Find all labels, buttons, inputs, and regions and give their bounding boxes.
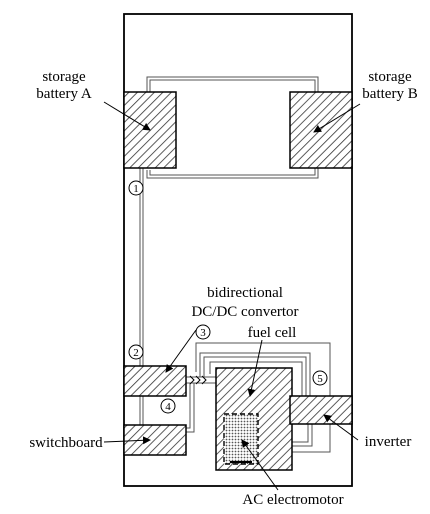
label-storage-battery-b-line2: battery B <box>362 86 417 102</box>
switchboard-block <box>123 424 187 456</box>
inverter-block <box>289 395 353 425</box>
label-convertor-line2: DC/DC convertor <box>191 304 298 320</box>
pointer-battery-b <box>313 103 361 133</box>
marker-4-text: 4 <box>165 401 171 413</box>
marker-5-text: 5 <box>317 373 323 385</box>
pointer-battery-a <box>103 101 151 131</box>
label-storage-battery-a-line1: storage <box>42 69 86 85</box>
marker-2-text: 2 <box>133 347 139 359</box>
left-trunk-wiring <box>139 168 144 425</box>
label-inverter: inverter <box>365 434 412 450</box>
pointer-switchboard <box>103 436 151 445</box>
connection-ticks <box>189 375 207 385</box>
pointer-fuel-cell <box>247 339 263 397</box>
ac-electromotor-block <box>223 413 259 465</box>
marker-4: 4 <box>160 398 176 414</box>
marker-1-text: 1 <box>133 183 139 195</box>
label-convertor-line1: bidirectional <box>207 285 283 301</box>
label-pointers <box>103 101 361 491</box>
marker-1: 1 <box>128 180 144 196</box>
pointer-inverter <box>323 414 359 441</box>
label-ac-electromotor: AC electromotor <box>242 492 343 508</box>
label-switchboard: switchboard <box>29 435 103 451</box>
marker-3: 3 <box>195 324 211 340</box>
marker-2: 2 <box>128 344 144 360</box>
label-storage-battery-b-line1: storage <box>368 69 412 85</box>
label-storage-battery-a-line2: battery A <box>36 86 92 102</box>
label-fuel-cell: fuel cell <box>248 325 297 341</box>
pointer-convertor <box>165 329 197 373</box>
marker-3-text: 3 <box>200 327 206 339</box>
pointer-electromotor <box>241 439 279 491</box>
storage-battery-b-block <box>289 91 353 169</box>
marker-5: 5 <box>312 370 328 386</box>
dc-dc-convertor-block <box>123 365 187 397</box>
